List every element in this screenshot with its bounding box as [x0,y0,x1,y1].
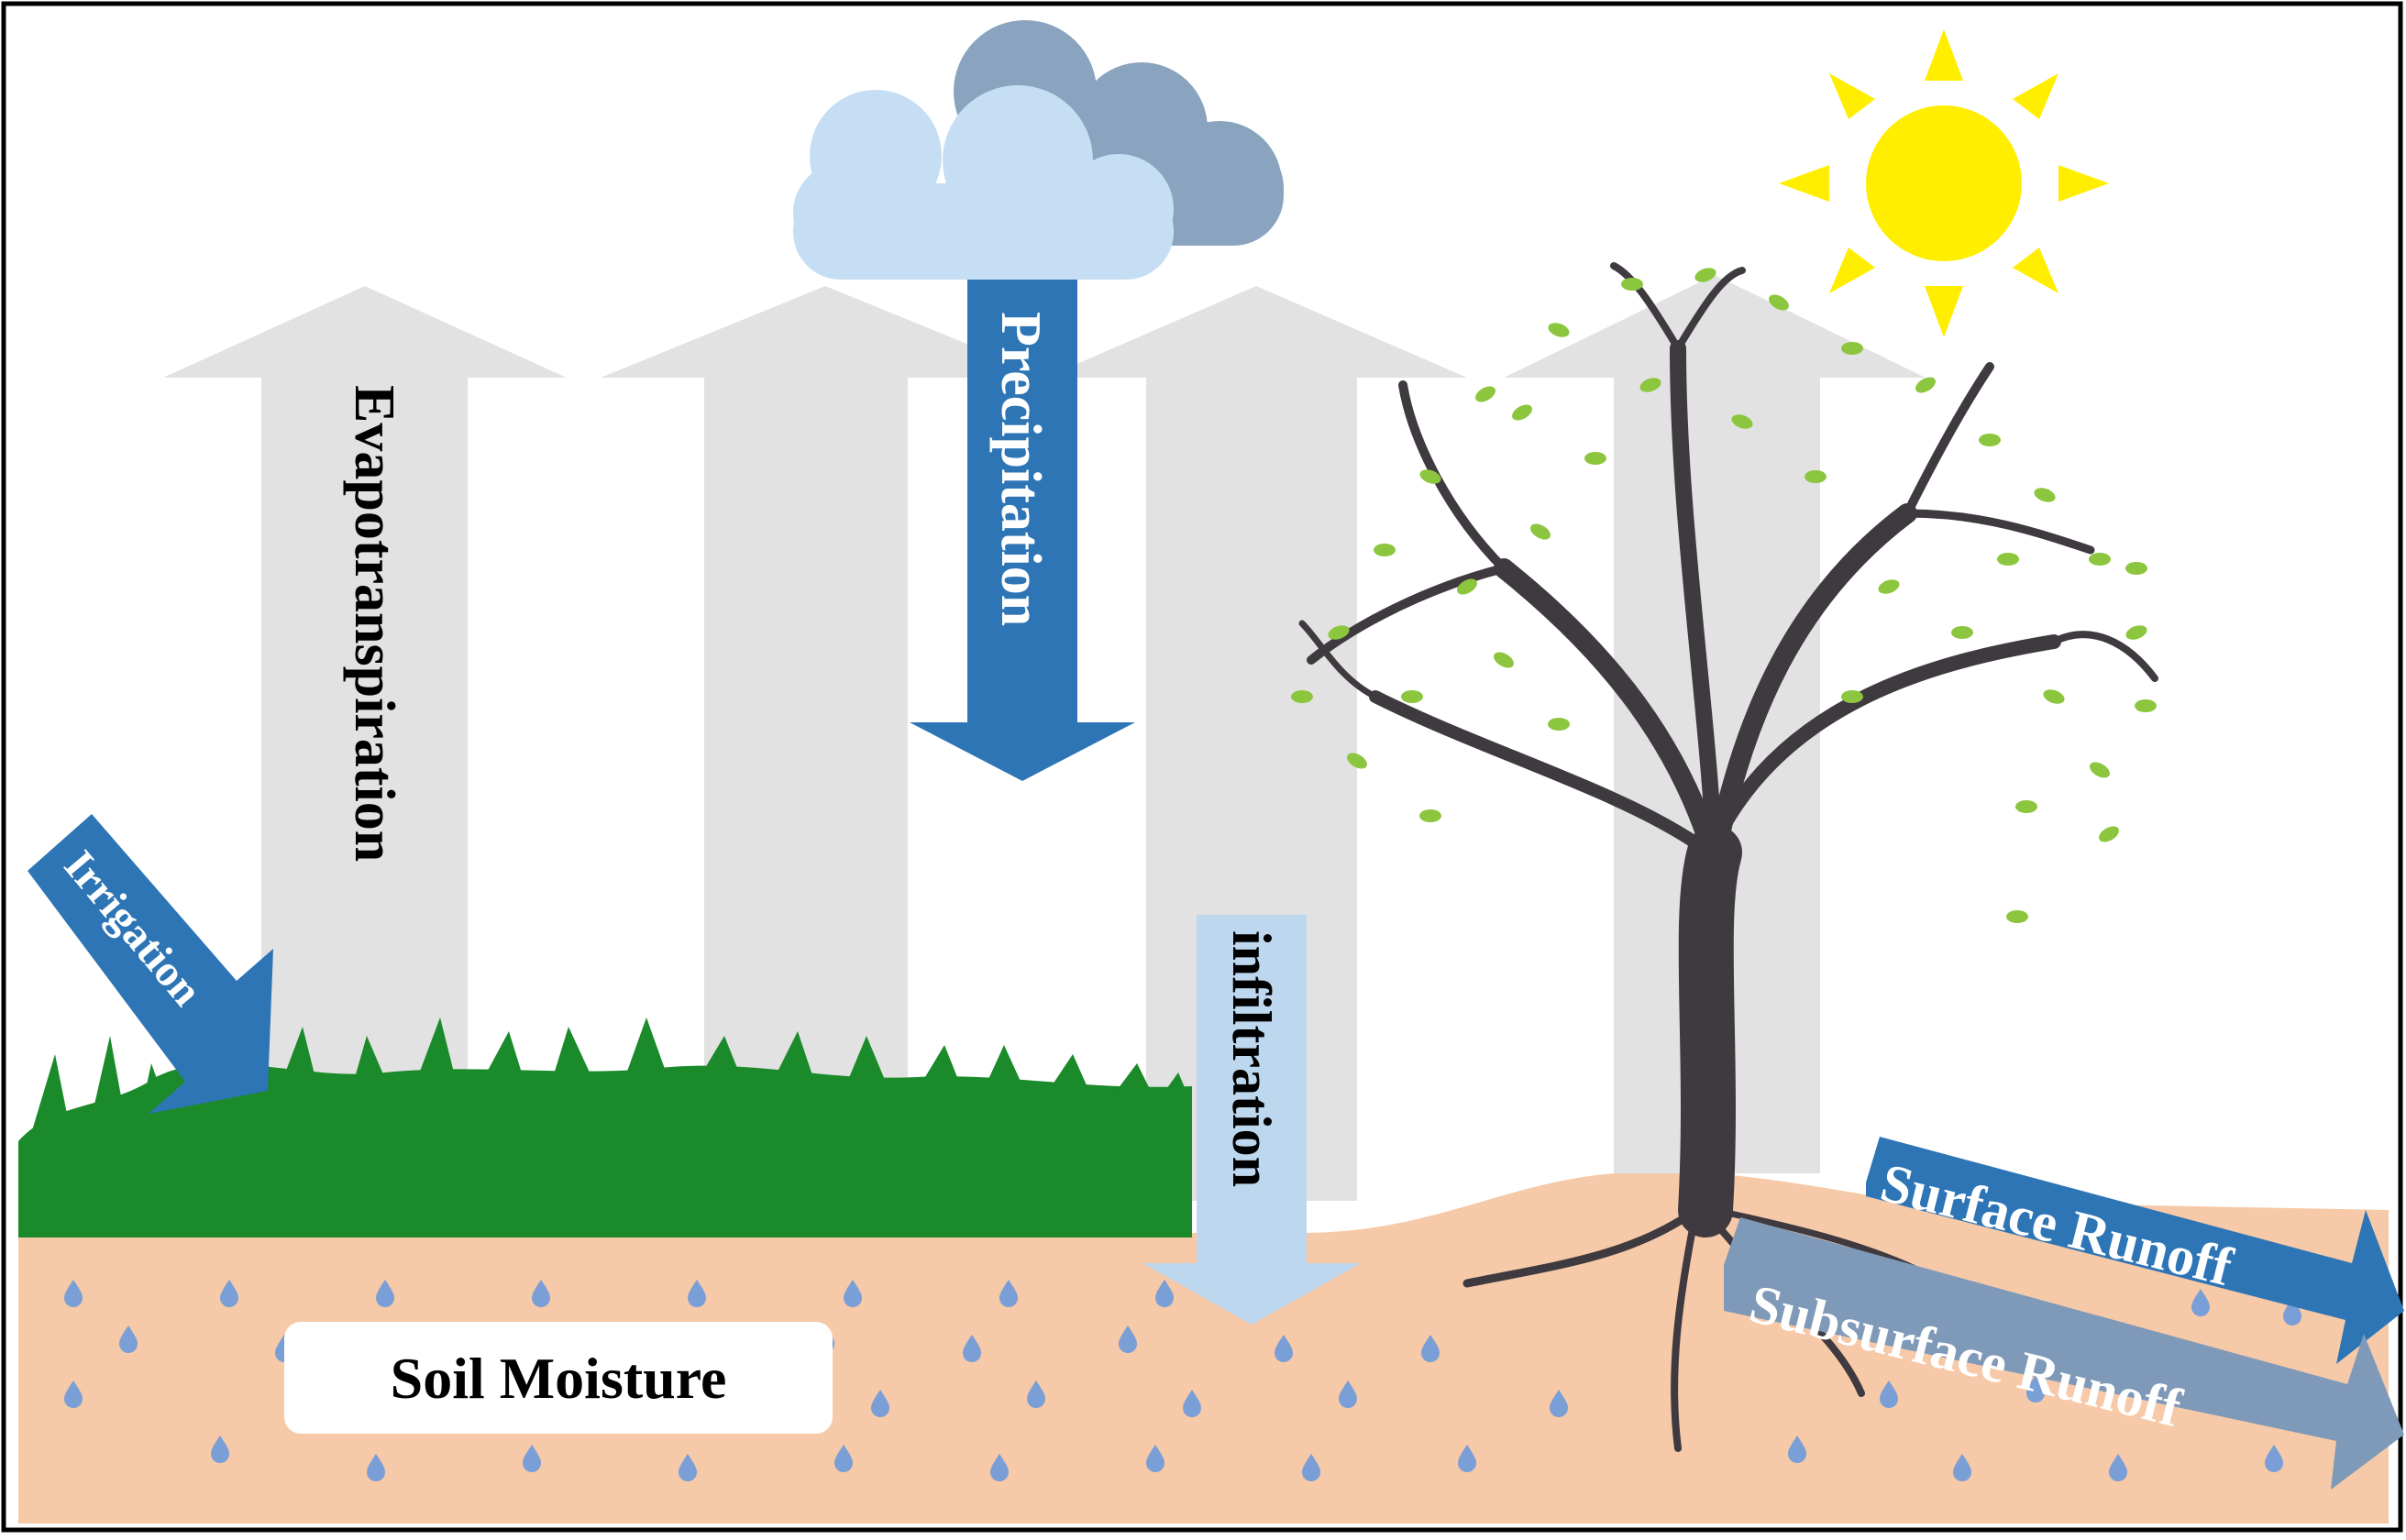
water-drop [532,1280,550,1307]
water-drop [1339,1380,1357,1408]
water-drop [64,1280,83,1307]
evapotranspiration-arrows [163,275,1926,1201]
water-drop [834,1445,853,1472]
water-drop [2265,1445,2283,1472]
evapotranspiration-label: Evapotranspiration [343,385,405,862]
water-drop [1119,1326,1137,1353]
surface-runoff-arrow [1866,1137,2404,1364]
water-drop [999,1280,1018,1307]
precipitation-label: Precipitation [989,312,1052,626]
water-drop [1953,1454,1971,1481]
water-drop [871,1390,889,1417]
tree-icon [1291,262,2158,1452]
grass [18,1018,1192,1238]
infiltration-label: infiltration [1221,930,1282,1187]
evap-arrow-4 [1504,275,1926,1173]
water-drop [1880,1380,1898,1408]
infiltration-arrow [1142,915,1361,1325]
water-drop [679,1454,697,1481]
soil-moisture-label: Soil Moisture [391,1346,727,1411]
water-drop [211,1436,229,1463]
water-drop [119,1326,138,1353]
irrigation-arrow [28,814,273,1114]
water-drop [1421,1335,1440,1362]
water-drop [367,1454,385,1481]
water-drop [963,1335,981,1362]
water-drop [1183,1390,1201,1417]
water-drop [1146,1445,1164,1472]
water-drop [1155,1280,1174,1307]
water-drop [523,1445,541,1472]
water-drop [688,1280,706,1307]
water-drop [1302,1454,1320,1481]
evap-arrow-2 [601,286,1050,1201]
water-drop [2109,1454,2127,1481]
water-drop [220,1280,238,1307]
water-drop [844,1280,862,1307]
water-drop [376,1280,394,1307]
cloud-icon [793,20,1284,280]
water-drop [2191,1289,2210,1316]
water-drop [990,1454,1009,1481]
water-drop [1788,1436,1806,1463]
sun-icon [1779,29,2109,337]
water-drop [1027,1380,1045,1408]
soil-moisture-box [284,1322,833,1434]
water-drop [1550,1390,1568,1417]
water-drop [64,1380,83,1408]
water-drop [1275,1335,1293,1362]
water-drop [2283,1298,2301,1326]
precipitation-arrow [910,280,1135,781]
water-drop [2026,1375,2045,1402]
evap-arrow-3 [1045,286,1467,1201]
water-drops [64,1280,2301,1481]
water-drop [1458,1445,1476,1472]
subsurface-runoff-arrow [1724,1217,2404,1490]
